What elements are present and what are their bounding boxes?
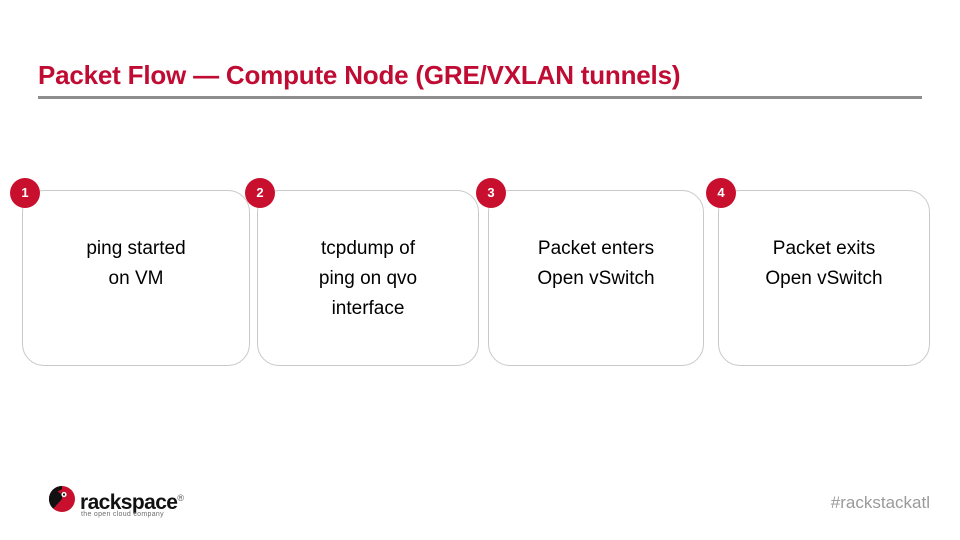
rackspace-logo: rackspace® the open cloud company [48,482,216,528]
title-block: Packet Flow — Compute Node (GRE/VXLAN tu… [38,58,922,92]
packet-flow-steps: 1 ping started on VM 2 tcpdump of ping o… [0,178,960,370]
title-divider [38,96,922,99]
rackspace-wordmark-text: rackspace [80,491,178,514]
rackspace-tagline: the open cloud company [81,511,164,518]
page-title: Packet Flow — Compute Node (GRE/VXLAN tu… [38,60,681,90]
flow-step-label: Packet exits Open vSwitch [765,238,883,289]
step-number-badge: 3 [476,178,506,208]
flow-step-4[interactable]: 4 Packet exits Open vSwitch [706,178,930,366]
flow-step-label: ping started on VM [86,238,186,289]
registered-trademark-symbol: ® [177,493,184,503]
flow-step-box [257,190,479,366]
flow-step-box [22,190,250,366]
flow-step-label: Packet enters Open vSwitch [537,238,655,289]
flow-step-3[interactable]: 3 Packet enters Open vSwitch [476,178,704,366]
rackspace-fanatical-mark-icon [48,485,76,513]
flow-step-box [488,190,704,366]
rackspace-wordmark: rackspace® [80,485,184,516]
flow-step-1[interactable]: 1 ping started on VM [10,178,250,366]
step-number-badge: 1 [10,178,40,208]
event-hashtag: #rackstackatl [830,493,930,512]
step-number-badge: 2 [245,178,275,208]
flow-step-box [718,190,930,366]
flow-step-label: tcpdump of ping on qvo interface [318,238,418,319]
flow-step-2[interactable]: 2 tcpdump of ping on qvo interface [245,178,479,366]
step-number-badge: 4 [706,178,736,208]
